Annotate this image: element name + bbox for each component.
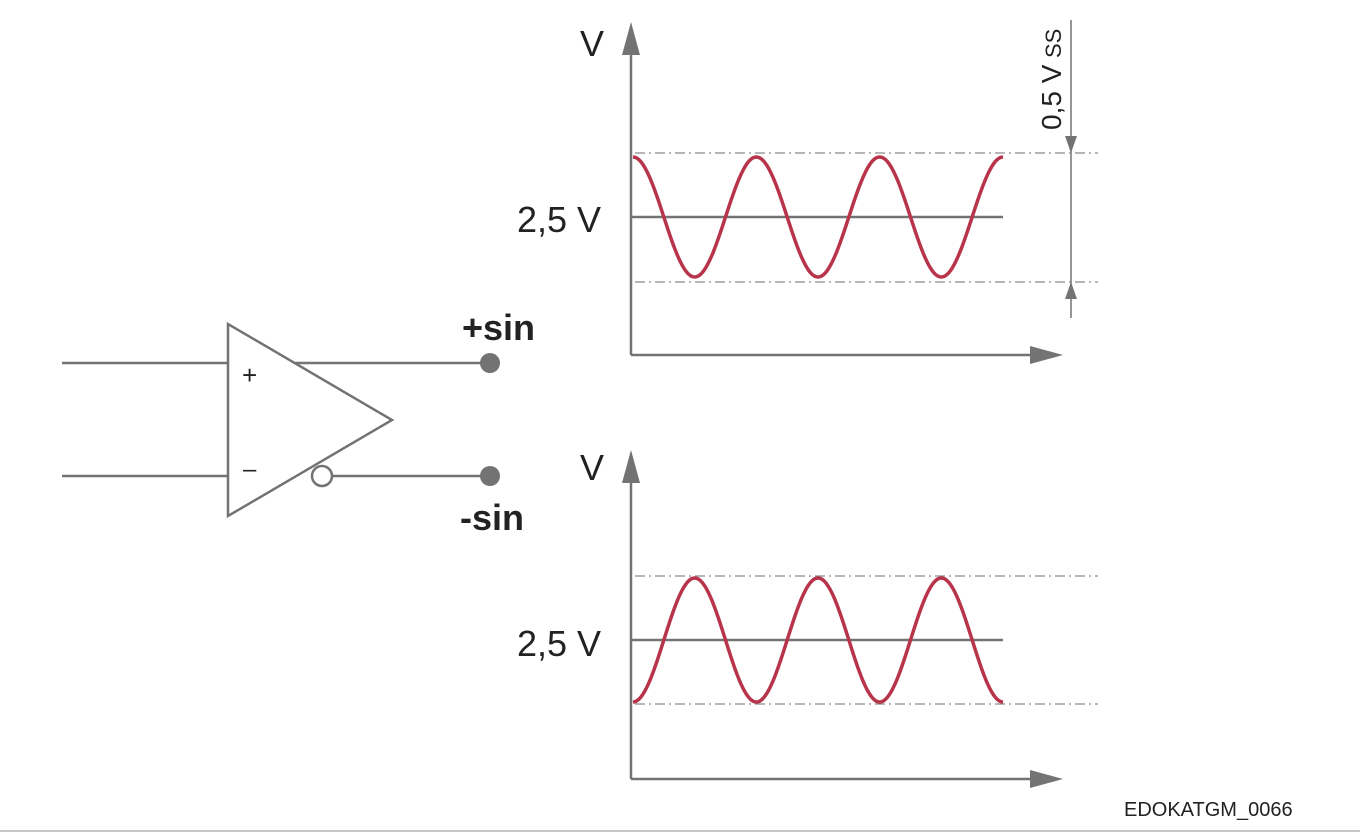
- top-x-arrowhead-icon: [1030, 346, 1063, 364]
- bottom-x-arrowhead-icon: [1030, 770, 1063, 788]
- amplifier-triangle: [226, 321, 395, 519]
- output-label-negative: -sin: [460, 497, 524, 538]
- output-label-positive: +sin: [462, 307, 535, 348]
- amplitude-label-sub: SS: [1041, 29, 1066, 58]
- minus-input-symbol: –: [243, 456, 257, 483]
- bottom-y-arrowhead-icon: [622, 450, 640, 483]
- bottom-sine-wave: [632, 576, 1004, 704]
- top-graph: V 2,5 V 0,5 V SS: [517, 20, 1098, 364]
- bottom-graph: V 2,5 V: [517, 447, 1098, 788]
- bottom-offset-label: 2,5 V: [517, 623, 601, 664]
- top-y-axis-label: V: [580, 23, 604, 64]
- amplitude-arrow-down-icon: [1065, 136, 1077, 153]
- top-sine-wave: [632, 155, 1004, 279]
- figure-id: EDOKATGM_0066: [1124, 799, 1293, 821]
- amplitude-arrow-up-icon: [1065, 282, 1077, 299]
- output-terminal-positive: [480, 353, 500, 373]
- top-offset-label: 2,5 V: [517, 199, 601, 240]
- inverting-bubble: [310, 464, 334, 488]
- output-terminal-negative: [480, 466, 500, 486]
- op-amp: + – +sin -sin: [62, 307, 535, 538]
- plus-input-symbol: +: [242, 360, 257, 390]
- amplitude-label: 0,5 V SS: [1036, 29, 1067, 130]
- bottom-y-axis-label: V: [580, 447, 604, 488]
- bottom-border: [0, 830, 1360, 832]
- amplitude-label-main: 0,5 V: [1036, 64, 1067, 130]
- top-y-arrowhead-icon: [622, 22, 640, 55]
